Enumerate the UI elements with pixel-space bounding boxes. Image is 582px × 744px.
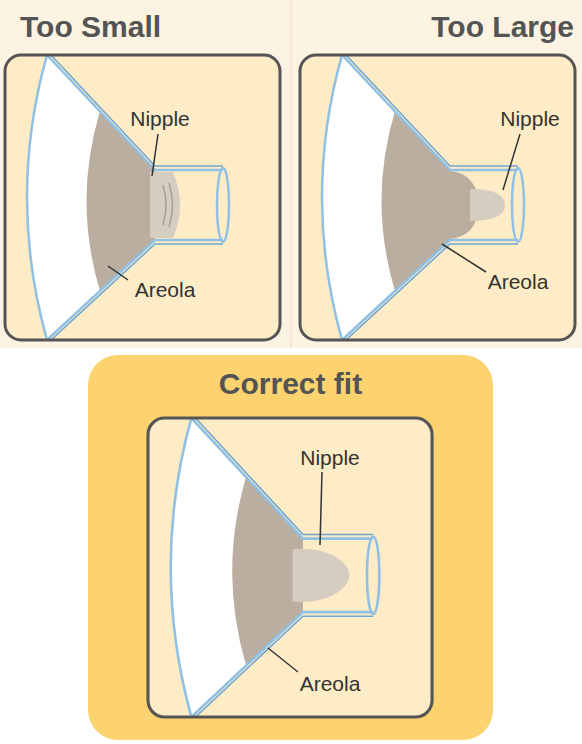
fit-panel: Correct fit bbox=[88, 355, 493, 740]
part-label: Areola bbox=[135, 278, 196, 301]
highlight-panel bbox=[88, 355, 493, 740]
top-ground bbox=[0, 0, 582, 348]
part-label: Nipple bbox=[300, 446, 360, 469]
too-small-flange bbox=[5, 55, 280, 340]
panel-title: Too Large bbox=[431, 10, 574, 43]
fit-panel: Too Large bbox=[291, 0, 582, 348]
part-label: Nipple bbox=[500, 107, 560, 130]
panel-title: Correct fit bbox=[219, 367, 362, 400]
panel-title: Too Small bbox=[20, 10, 161, 43]
part-label: Areola bbox=[300, 672, 361, 695]
correct-fit-flange bbox=[148, 418, 432, 717]
leader-lines bbox=[108, 134, 520, 672]
part-label: Areola bbox=[488, 270, 549, 293]
too-large-flange bbox=[300, 55, 575, 340]
part-label: Nipple bbox=[130, 107, 190, 130]
